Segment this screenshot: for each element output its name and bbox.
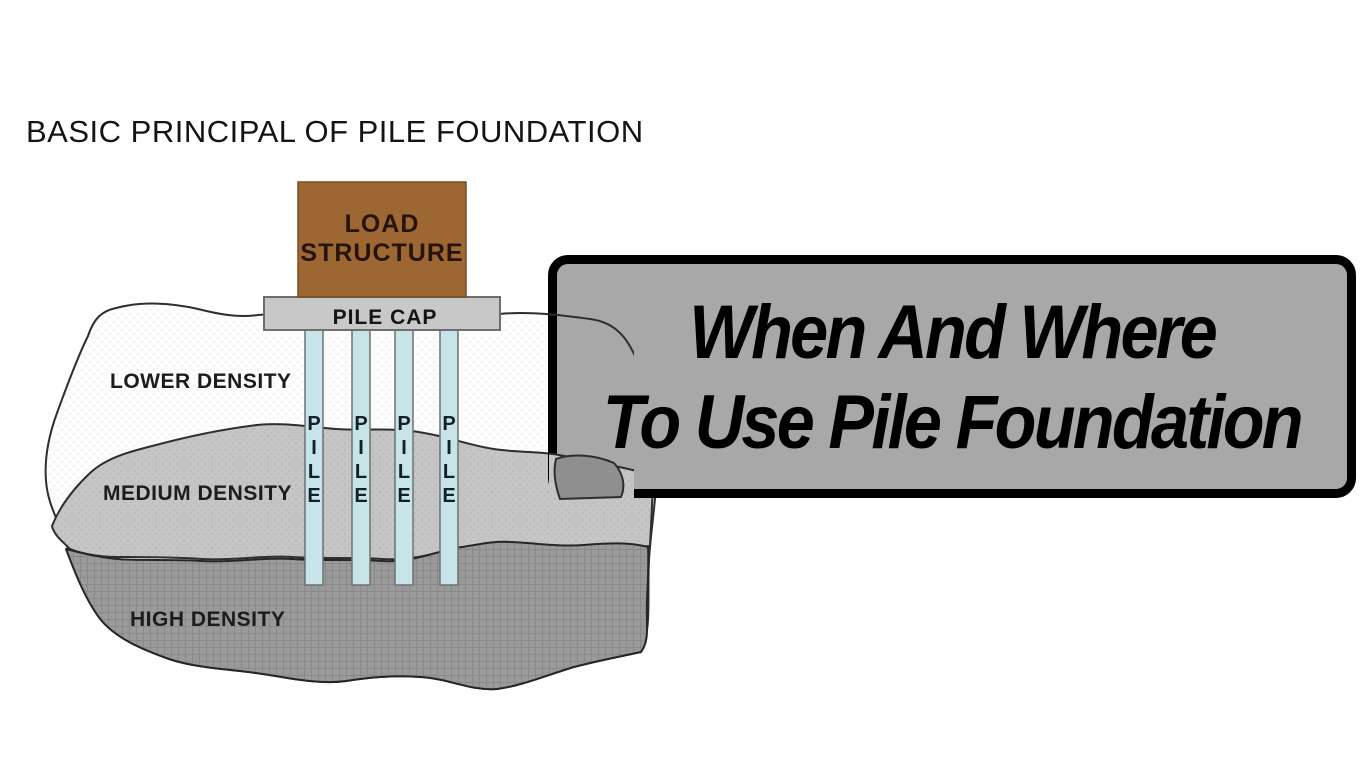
load-structure: LOAD STRUCTURE: [297, 181, 467, 298]
pile-cap: PILE CAP: [263, 296, 501, 331]
svg-text:I: I: [446, 437, 452, 459]
svg-text:L: L: [398, 461, 410, 483]
diagram-title: BASIC PRINCIPAL OF PILE FOUNDATION: [26, 114, 644, 149]
svg-text:I: I: [358, 437, 364, 459]
load-structure-label-line2: STRUCTURE: [300, 239, 463, 267]
svg-text:P: P: [354, 413, 367, 435]
pile-4-label: P I L E: [442, 413, 455, 507]
svg-text:E: E: [307, 485, 320, 507]
load-structure-label-line1: LOAD: [345, 210, 420, 238]
load-structure-rect: [297, 181, 467, 298]
svg-text:L: L: [443, 461, 455, 483]
pile-1-label: P I L E: [307, 413, 320, 507]
medium-density-label: MEDIUM DENSITY: [103, 482, 292, 505]
caption-line1: When And Where: [689, 289, 1218, 375]
pile-3-label: P I L E: [397, 413, 410, 507]
svg-text:E: E: [397, 485, 410, 507]
svg-text:L: L: [355, 461, 367, 483]
piles: P I L E P I L E P I L E P I L E: [304, 329, 459, 586]
soil-layer-high-density: [65, 540, 650, 691]
svg-text:P: P: [397, 413, 410, 435]
high-density-label: HIGH DENSITY: [130, 608, 285, 631]
svg-text:P: P: [307, 413, 320, 435]
lower-density-label: LOWER DENSITY: [110, 370, 292, 393]
caption-line2: To Use Pile Foundation: [602, 379, 1304, 465]
svg-text:E: E: [354, 485, 367, 507]
pile-2-label: P I L E: [354, 413, 367, 507]
pile-cap-rect: [263, 296, 501, 331]
svg-text:L: L: [308, 461, 320, 483]
svg-text:P: P: [442, 413, 455, 435]
svg-text:I: I: [401, 437, 407, 459]
pile-cap-label: PILE CAP: [333, 306, 438, 329]
svg-text:E: E: [442, 485, 455, 507]
caption-box: When And Where To Use Pile Foundation: [548, 255, 1356, 498]
svg-text:I: I: [311, 437, 317, 459]
